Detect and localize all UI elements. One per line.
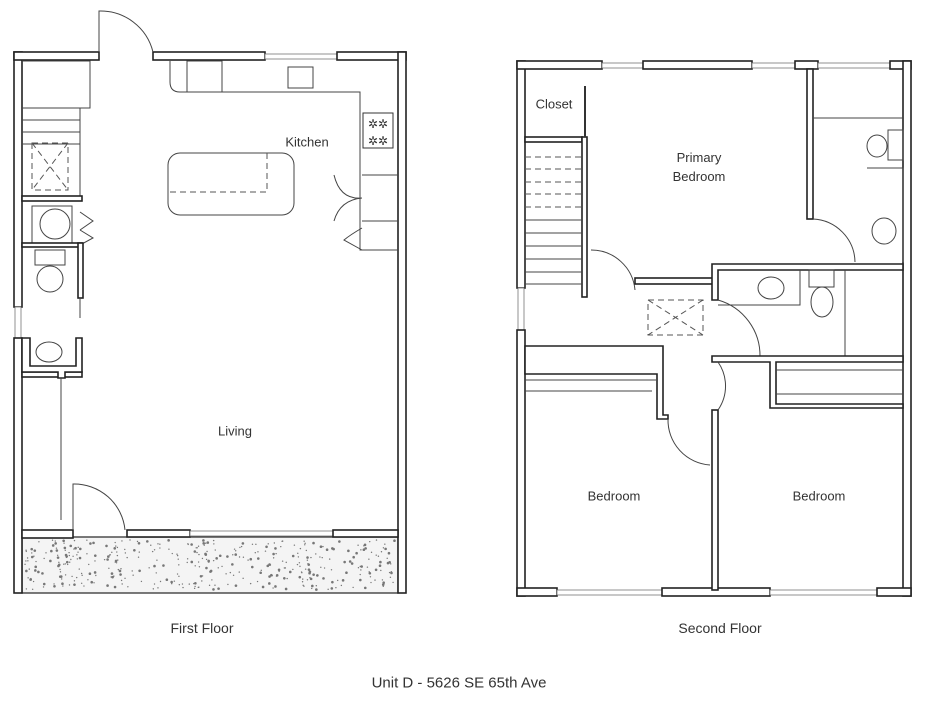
sink-counter [21, 337, 83, 379]
pantry [362, 174, 398, 222]
stair-hatch-x [31, 142, 69, 191]
toilet-bowl [36, 265, 64, 293]
wall [516, 587, 558, 597]
stair-outline [22, 60, 91, 196]
wall [516, 329, 526, 597]
room-label-living: Living [218, 423, 252, 439]
toilet-tank [34, 249, 66, 266]
room-label-kitchen: Kitchen [285, 134, 329, 150]
second-floor-caption: Second Floor [678, 620, 762, 636]
window [517, 287, 525, 331]
wall [634, 277, 716, 285]
wall [13, 51, 23, 308]
room-label-bedroom-right: Bedroom [792, 488, 846, 504]
patio-door [72, 483, 126, 531]
window [817, 62, 891, 69]
wall [21, 195, 83, 202]
first-floor-caption: First Floor [170, 620, 234, 636]
window [264, 53, 338, 60]
stair-hatch [31, 142, 69, 191]
wall [21, 242, 83, 248]
attic-hatch [647, 299, 704, 336]
room-label-primary-bedroom: Primary Bedroom [673, 148, 726, 186]
toilet-bowl [866, 134, 888, 158]
bath-door [812, 218, 856, 263]
room-label-bedroom-left: Bedroom [587, 488, 641, 504]
stairs [22, 107, 80, 145]
wall [642, 60, 753, 70]
wall [13, 51, 100, 61]
pantry-doors [333, 174, 363, 251]
window [769, 589, 878, 596]
patio-texture [24, 539, 396, 591]
island-overhang [170, 153, 268, 193]
wall [711, 355, 904, 409]
sink-icon [35, 341, 63, 363]
patio [21, 536, 399, 594]
wall [336, 51, 407, 61]
wall [524, 136, 583, 143]
wall [397, 51, 407, 594]
laundry-doors [79, 211, 95, 246]
wall [152, 51, 266, 61]
attic-hatch-x [647, 299, 704, 336]
wall [806, 68, 814, 220]
toilet-tank [808, 269, 835, 288]
svg-text:✲✲: ✲✲ [368, 134, 388, 148]
svg-text:✲✲: ✲✲ [368, 117, 388, 131]
wall [332, 529, 399, 538]
closet-doors [525, 379, 656, 392]
wall [77, 242, 84, 299]
closet-doors [776, 369, 903, 395]
kitchen-island [167, 152, 295, 216]
kitchen-counter [169, 61, 398, 251]
fridge [186, 60, 223, 93]
stairs [525, 156, 582, 285]
bedroom-door [667, 418, 711, 466]
wall [524, 345, 669, 420]
window [556, 589, 663, 596]
washer-drum [39, 208, 71, 240]
wall [711, 263, 904, 301]
toilet-bowl [810, 286, 834, 318]
wall [711, 409, 719, 591]
wall [876, 587, 912, 597]
plan-title: Unit D - 5626 SE 65th Ave [371, 674, 547, 692]
hall-bath-fixtures [718, 270, 846, 357]
wall [516, 60, 603, 70]
cooktop-icon: ✲✲ ✲✲ [362, 112, 394, 149]
wall [13, 337, 23, 594]
window [14, 306, 22, 339]
second-floor-plan [516, 60, 912, 597]
kitchen-sink-icon [287, 66, 314, 89]
wall [516, 60, 526, 289]
primary-label-line1: Primary [676, 150, 722, 165]
window [189, 530, 334, 537]
hall-bath-door [717, 299, 761, 358]
bedroom-door [717, 361, 727, 411]
wall [581, 136, 588, 298]
window [601, 62, 644, 69]
primary-label-line2: Bedroom [672, 169, 726, 184]
room-label-closet: Closet [535, 96, 573, 112]
wall [126, 529, 191, 538]
toilet-tank [887, 129, 904, 161]
wall [902, 60, 912, 597]
wall [21, 529, 74, 539]
washer [31, 205, 73, 244]
primary-door [590, 249, 636, 291]
first-floor-plan: ✲✲ ✲✲ [13, 10, 407, 594]
entry-door [98, 10, 154, 53]
window [751, 62, 796, 69]
bath-fixtures [813, 117, 904, 262]
sink-icon [871, 217, 897, 245]
wall [794, 60, 819, 70]
sink-icon [757, 276, 785, 300]
